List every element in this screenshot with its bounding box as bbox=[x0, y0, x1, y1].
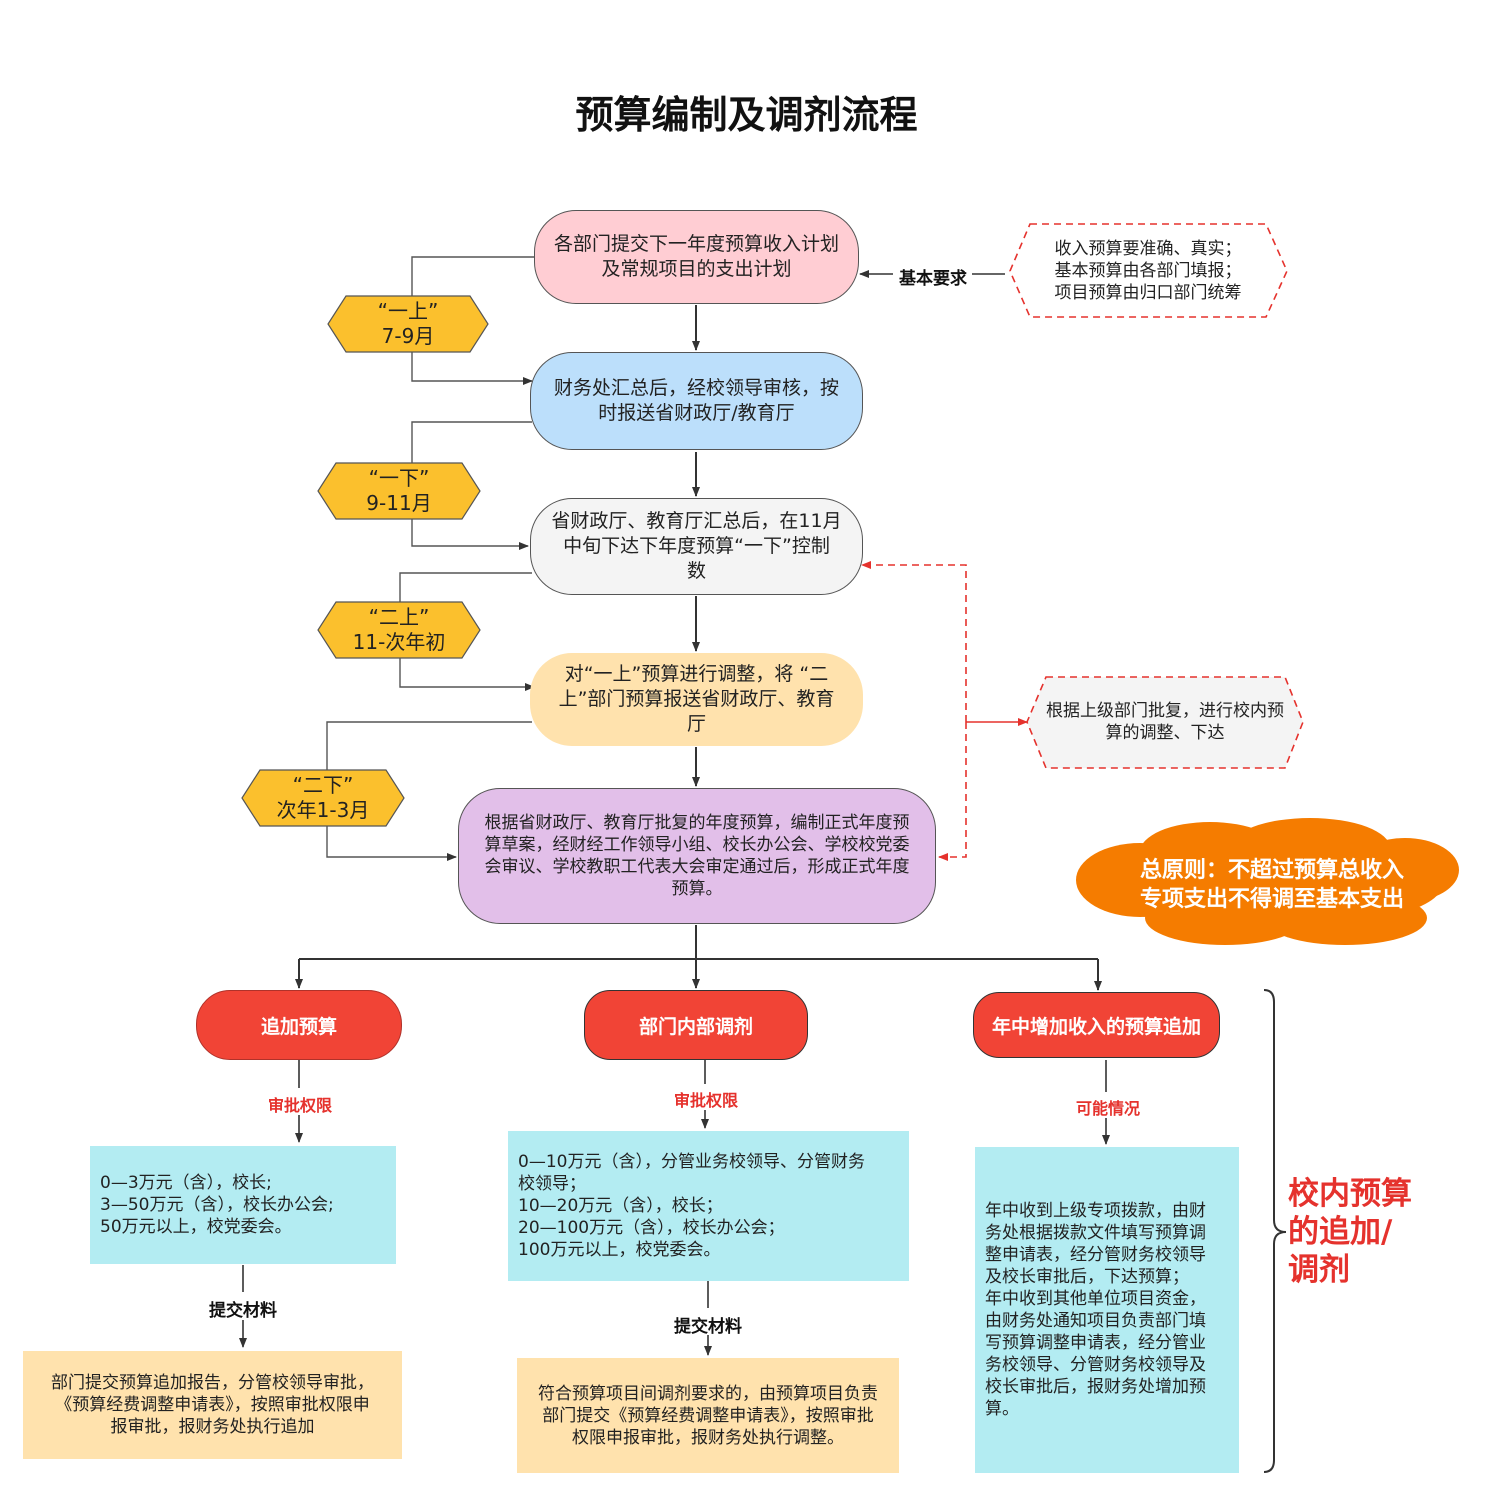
phase-4-name: “二下” bbox=[292, 773, 354, 797]
phase-hex-1 bbox=[327, 295, 489, 353]
requirements-note: 收入预算要准确、真实； 基本预算由各部门填报； 项目预算由归口部门统筹 bbox=[1054, 239, 1242, 303]
step-formal-budget: 根据省财政厅、教育厅批复的年度预算，编制正式年度预 算草案，经财经工作领导小组、… bbox=[458, 788, 936, 924]
branch-3-situation-label: 可能情况 bbox=[1075, 1099, 1140, 1118]
page-title: 预算编制及调剂流程 bbox=[575, 93, 918, 137]
branch-1-approval-detail: 0—3万元（含），校长; 3—50万元（含），校长办公会; 50万元以上，校党委… bbox=[90, 1146, 396, 1264]
branch-arrows bbox=[239, 1060, 1110, 1356]
step-adjust-resubmit: 对“一上”预算进行调整，将 “二 上”部门预算报送省财政厅、教育 厅 bbox=[530, 653, 863, 746]
phase-1-name: “一上” bbox=[377, 299, 439, 323]
phase-label-3: “二上” 11-次年初 bbox=[336, 602, 462, 658]
principle-text: 总原则：不超过预算总收入 专项支出不得调至基本支出 bbox=[1139, 858, 1404, 912]
cloud-shape bbox=[1076, 818, 1459, 945]
phase-label-2: “一下” 9-11月 bbox=[336, 463, 462, 519]
adjustment-loop bbox=[861, 561, 1028, 861]
phase-4-period: 次年1-3月 bbox=[276, 798, 370, 822]
side-label: 校内预算 的追加/ 调剂 bbox=[1288, 1176, 1412, 1288]
adjustment-note: 根据上级部门批复，进行校内预 算的调整、下达 bbox=[1046, 701, 1284, 743]
phase-label-4: “二下” 次年1-3月 bbox=[260, 770, 386, 826]
branch-2-materials: 符合预算项目间调剂要求的，由预算项目负责 部门提交《预算经费调整申请表》，按照审… bbox=[517, 1358, 899, 1473]
phase-2-name: “一下” bbox=[368, 466, 430, 490]
branch-2-approval-label: 审批权限 bbox=[673, 1091, 738, 1110]
phase-3-name: “二上” bbox=[368, 605, 430, 629]
branch-1-materials-label: 提交材料 bbox=[209, 1301, 277, 1321]
phase-3-period: 11-次年初 bbox=[352, 630, 446, 654]
branch-1-approval-label: 审批权限 bbox=[267, 1096, 332, 1115]
phase-hex-3 bbox=[317, 601, 481, 659]
branch-2-materials-label: 提交材料 bbox=[674, 1317, 742, 1337]
phase-2-period: 9-11月 bbox=[366, 491, 432, 515]
phase-hexagons bbox=[241, 295, 489, 827]
phase-1-period: 7-9月 bbox=[381, 324, 435, 348]
branch-internal-transfer: 部门内部调剂 bbox=[584, 990, 808, 1060]
phase-hex-4 bbox=[241, 769, 405, 827]
branch-1-materials: 部门提交预算追加报告，分管校领导审批， 《预算经费调整申请表》，按照审批权限申 … bbox=[23, 1351, 402, 1459]
phase-hex-2 bbox=[317, 462, 481, 520]
step-control-numbers: 省财政厅、教育厅汇总后，在11月 中旬下达下年度预算“一下”控制 数 bbox=[530, 498, 863, 595]
phase-label-1: “一上” 7-9月 bbox=[346, 296, 470, 352]
side-brace bbox=[1263, 989, 1287, 1473]
note-hexagons bbox=[1009, 223, 1304, 769]
branch-tree bbox=[295, 925, 1102, 991]
requirements-label: 基本要求 bbox=[899, 269, 967, 289]
branch-supplementary-budget: 追加预算 bbox=[196, 990, 402, 1060]
branch-2-approval-detail: 0—10万元（含），分管业务校领导、分管财务 校领导； 10—20万元（含），校… bbox=[508, 1131, 909, 1281]
branch-midyear-income: 年中增加收入的预算追加 bbox=[973, 992, 1220, 1058]
branch-3-situation-detail: 年中收到上级专项拨款，由财 务处根据拨款文件填写预算调 整申请表，经分管财务校领… bbox=[975, 1147, 1239, 1473]
step-finance-summary: 财务处汇总后，经校领导审核，按 时报送省财政厅/教育厅 bbox=[530, 352, 863, 450]
step-submit-plans: 各部门提交下一年度预算收入计划 及常规项目的支出计划 bbox=[534, 210, 859, 304]
